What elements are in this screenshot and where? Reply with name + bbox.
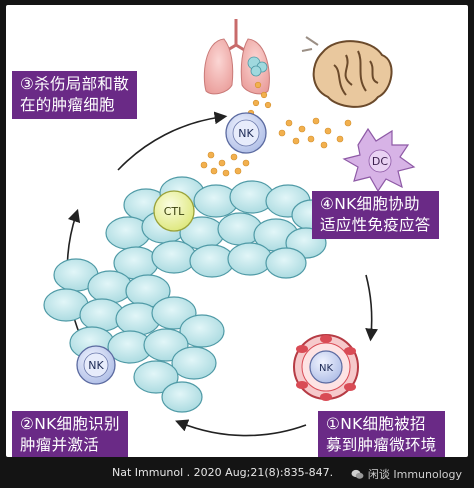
citation: Nat Immunol . 2020 Aug;21(8):835-847.: [112, 466, 334, 479]
step1-label: ①NK细胞被招 募到肿瘤微环境: [318, 411, 445, 457]
step2-label: ②NK细胞识别 肿瘤并激活: [12, 411, 128, 457]
lung-icon: [203, 19, 270, 95]
watermark: 闲谈 Immunology: [351, 466, 462, 482]
step4-label: ④NK细胞协助 适应性免疫应答: [312, 191, 439, 239]
dendritic-cell: DC: [342, 127, 416, 193]
blood-vessel-icon: NK: [293, 334, 359, 401]
svg-text:CTL: CTL: [164, 205, 185, 218]
wechat-icon: [351, 469, 364, 479]
svg-text:DC: DC: [372, 155, 388, 168]
footer: Nat Immunol . 2020 Aug;21(8):835-847. 闲谈…: [0, 458, 474, 488]
watermark-text: 闲谈 Immunology: [367, 468, 462, 481]
lymph-node-icon: [301, 36, 393, 108]
tumor-mass: [43, 176, 333, 413]
nk-cell-left: NK: [76, 345, 116, 385]
step3-label: ③杀伤局部和散 在的肿瘤细胞: [12, 71, 137, 119]
nk-cycle-diagram: NK DC: [43, 19, 416, 437]
nk-cell-top: NK: [225, 112, 267, 154]
diagram-panel: NK DC: [6, 5, 468, 457]
svg-text:NK: NK: [319, 363, 333, 374]
granule-stream: [200, 81, 352, 177]
ctl-cell: CTL: [153, 190, 195, 232]
svg-text:NK: NK: [238, 127, 254, 140]
svg-text:NK: NK: [88, 359, 104, 372]
